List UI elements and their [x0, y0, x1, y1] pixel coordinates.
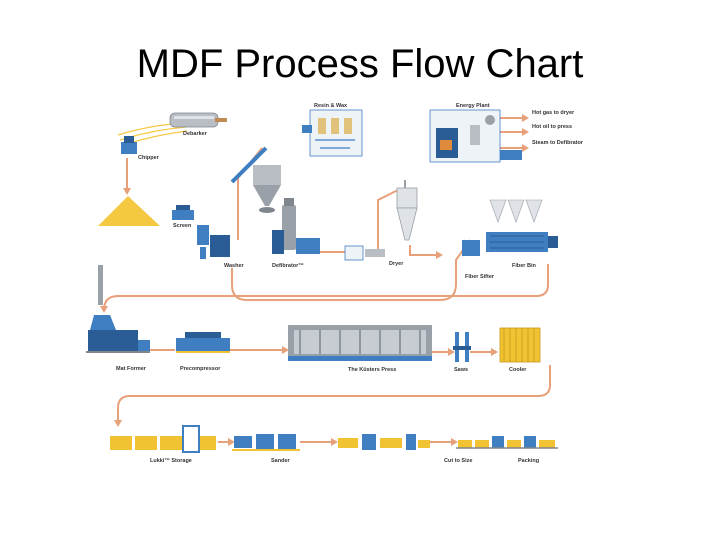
lukki-storage-machine [110, 425, 216, 453]
label-fiber-sifter: Fiber Sifter [465, 274, 495, 280]
arrowhead-saws [448, 348, 455, 356]
screen-machine [172, 205, 194, 220]
page-title: MDF Process Flow Chart [136, 42, 584, 86]
label-cut-to-size: Cut to Size [444, 458, 472, 464]
fiber-sifter-machine [462, 240, 480, 256]
label-defibrator: Defibrator™ [272, 263, 304, 269]
energy-plant-machine [429, 109, 522, 163]
label-fiber-bin: Fiber Bin [512, 263, 536, 269]
cyclone [396, 180, 418, 241]
label-debarker: Debarker [183, 131, 208, 137]
cut-to-size-machine [338, 434, 430, 450]
arrowhead-chips [123, 188, 131, 195]
resin-wax-tanks [302, 109, 363, 157]
defibrator-machine [272, 198, 320, 254]
arrowhead-former [100, 306, 108, 313]
flow-lines [103, 117, 551, 443]
inclined-conveyor [230, 146, 268, 184]
label-saws: Saws [454, 367, 468, 373]
label-energy-plant: Energy Plant [456, 103, 490, 109]
flow-row2-return [117, 365, 551, 424]
label-mat-former: Mat Former [116, 366, 147, 372]
flow-bin-to-former [103, 264, 549, 311]
washer-machine [197, 225, 230, 259]
arrowhead-cut [331, 438, 338, 446]
flow-row1-return [231, 239, 471, 301]
flow-arrowheads [100, 114, 529, 446]
label-precompressor: Precompressor [180, 366, 221, 372]
arrowhead-cooler [491, 348, 498, 356]
arrowhead-hotgas [522, 114, 529, 122]
label-packing: Packing [518, 458, 539, 464]
label-chipper: Chipper [138, 155, 160, 161]
chip-pile [98, 196, 160, 226]
label-sander: Sander [271, 458, 291, 464]
label-resin-wax: Resin & Wax [314, 103, 348, 109]
saws-machine [453, 332, 471, 362]
label-washer: Washer [224, 263, 245, 269]
arrowhead-pack [451, 438, 458, 446]
label-hot-oil: Hot oil to press [532, 124, 572, 130]
label-steam: Steam to Defibrator [532, 140, 584, 146]
kusters-press-machine [288, 325, 432, 361]
debarker-machine [169, 112, 227, 128]
arrowhead-press [282, 346, 289, 354]
chipper-machine [121, 136, 137, 154]
dryer-pipe [344, 245, 385, 261]
label-screen: Screen [173, 223, 192, 229]
precompressor-machine [176, 332, 230, 353]
arrowhead-storage [114, 420, 122, 427]
label-lukki-storage: Lukki™ Storage [150, 458, 192, 464]
arrowhead-bin [436, 251, 443, 259]
flow-dryer-to-cyclone [377, 189, 399, 252]
flow-cyclone-to-bin [409, 245, 440, 256]
fiber-silo [253, 165, 281, 213]
arrowhead-steam [522, 144, 529, 152]
packing-machine [456, 436, 558, 449]
fiber-bin-machine [486, 199, 558, 252]
sander-machine [232, 434, 300, 451]
arrowhead-hotoil [522, 128, 529, 136]
label-hot-gas: Hot gas to dryer [532, 110, 575, 116]
cooler-machine [499, 327, 541, 363]
mat-former-machine [86, 265, 150, 353]
arrowhead-sander [228, 438, 235, 446]
label-kusters-press: The Küsters Press [348, 367, 396, 373]
label-dryer: Dryer [389, 261, 404, 267]
label-cooler: Cooler [509, 367, 527, 373]
